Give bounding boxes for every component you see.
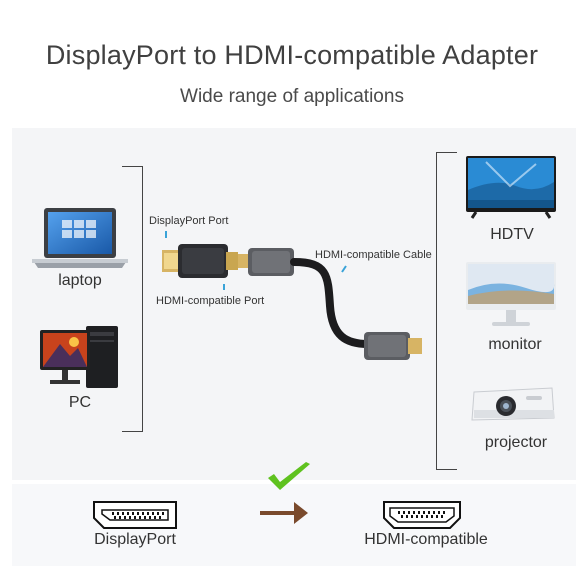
projector-icon xyxy=(471,387,555,421)
displayport-port-icon xyxy=(93,501,177,529)
hdtv-icon xyxy=(466,156,556,219)
check-icon xyxy=(268,462,310,490)
displayport-port-label: DisplayPort Port xyxy=(149,215,229,227)
pc-icon xyxy=(40,326,118,388)
adapter-cable-illustration xyxy=(162,244,422,360)
page-subtitle: Wide range of applications xyxy=(180,86,404,107)
footer-displayport-label: DisplayPort xyxy=(94,531,176,548)
footer-hdmi-label: HDMI-compatible xyxy=(364,531,488,548)
source-bracket xyxy=(122,166,143,432)
hdmi-port-icon xyxy=(383,501,461,529)
laptop-icon xyxy=(32,208,128,268)
laptop-label: laptop xyxy=(58,272,102,289)
display-bracket xyxy=(436,152,457,470)
monitor-label: monitor xyxy=(488,336,542,353)
page-title: DisplayPort to HDMI-compatible Adapter xyxy=(45,40,539,70)
projector-label: projector xyxy=(484,434,548,451)
pc-label: PC xyxy=(68,394,92,411)
monitor-icon xyxy=(466,262,556,326)
hdtv-label: HDTV xyxy=(490,226,534,243)
arrow-right-icon xyxy=(260,502,308,524)
hdmi-cable-label: HDMI-compatible Cable xyxy=(315,249,432,261)
hdmi-port-label: HDMI-compatible Port xyxy=(156,295,265,307)
